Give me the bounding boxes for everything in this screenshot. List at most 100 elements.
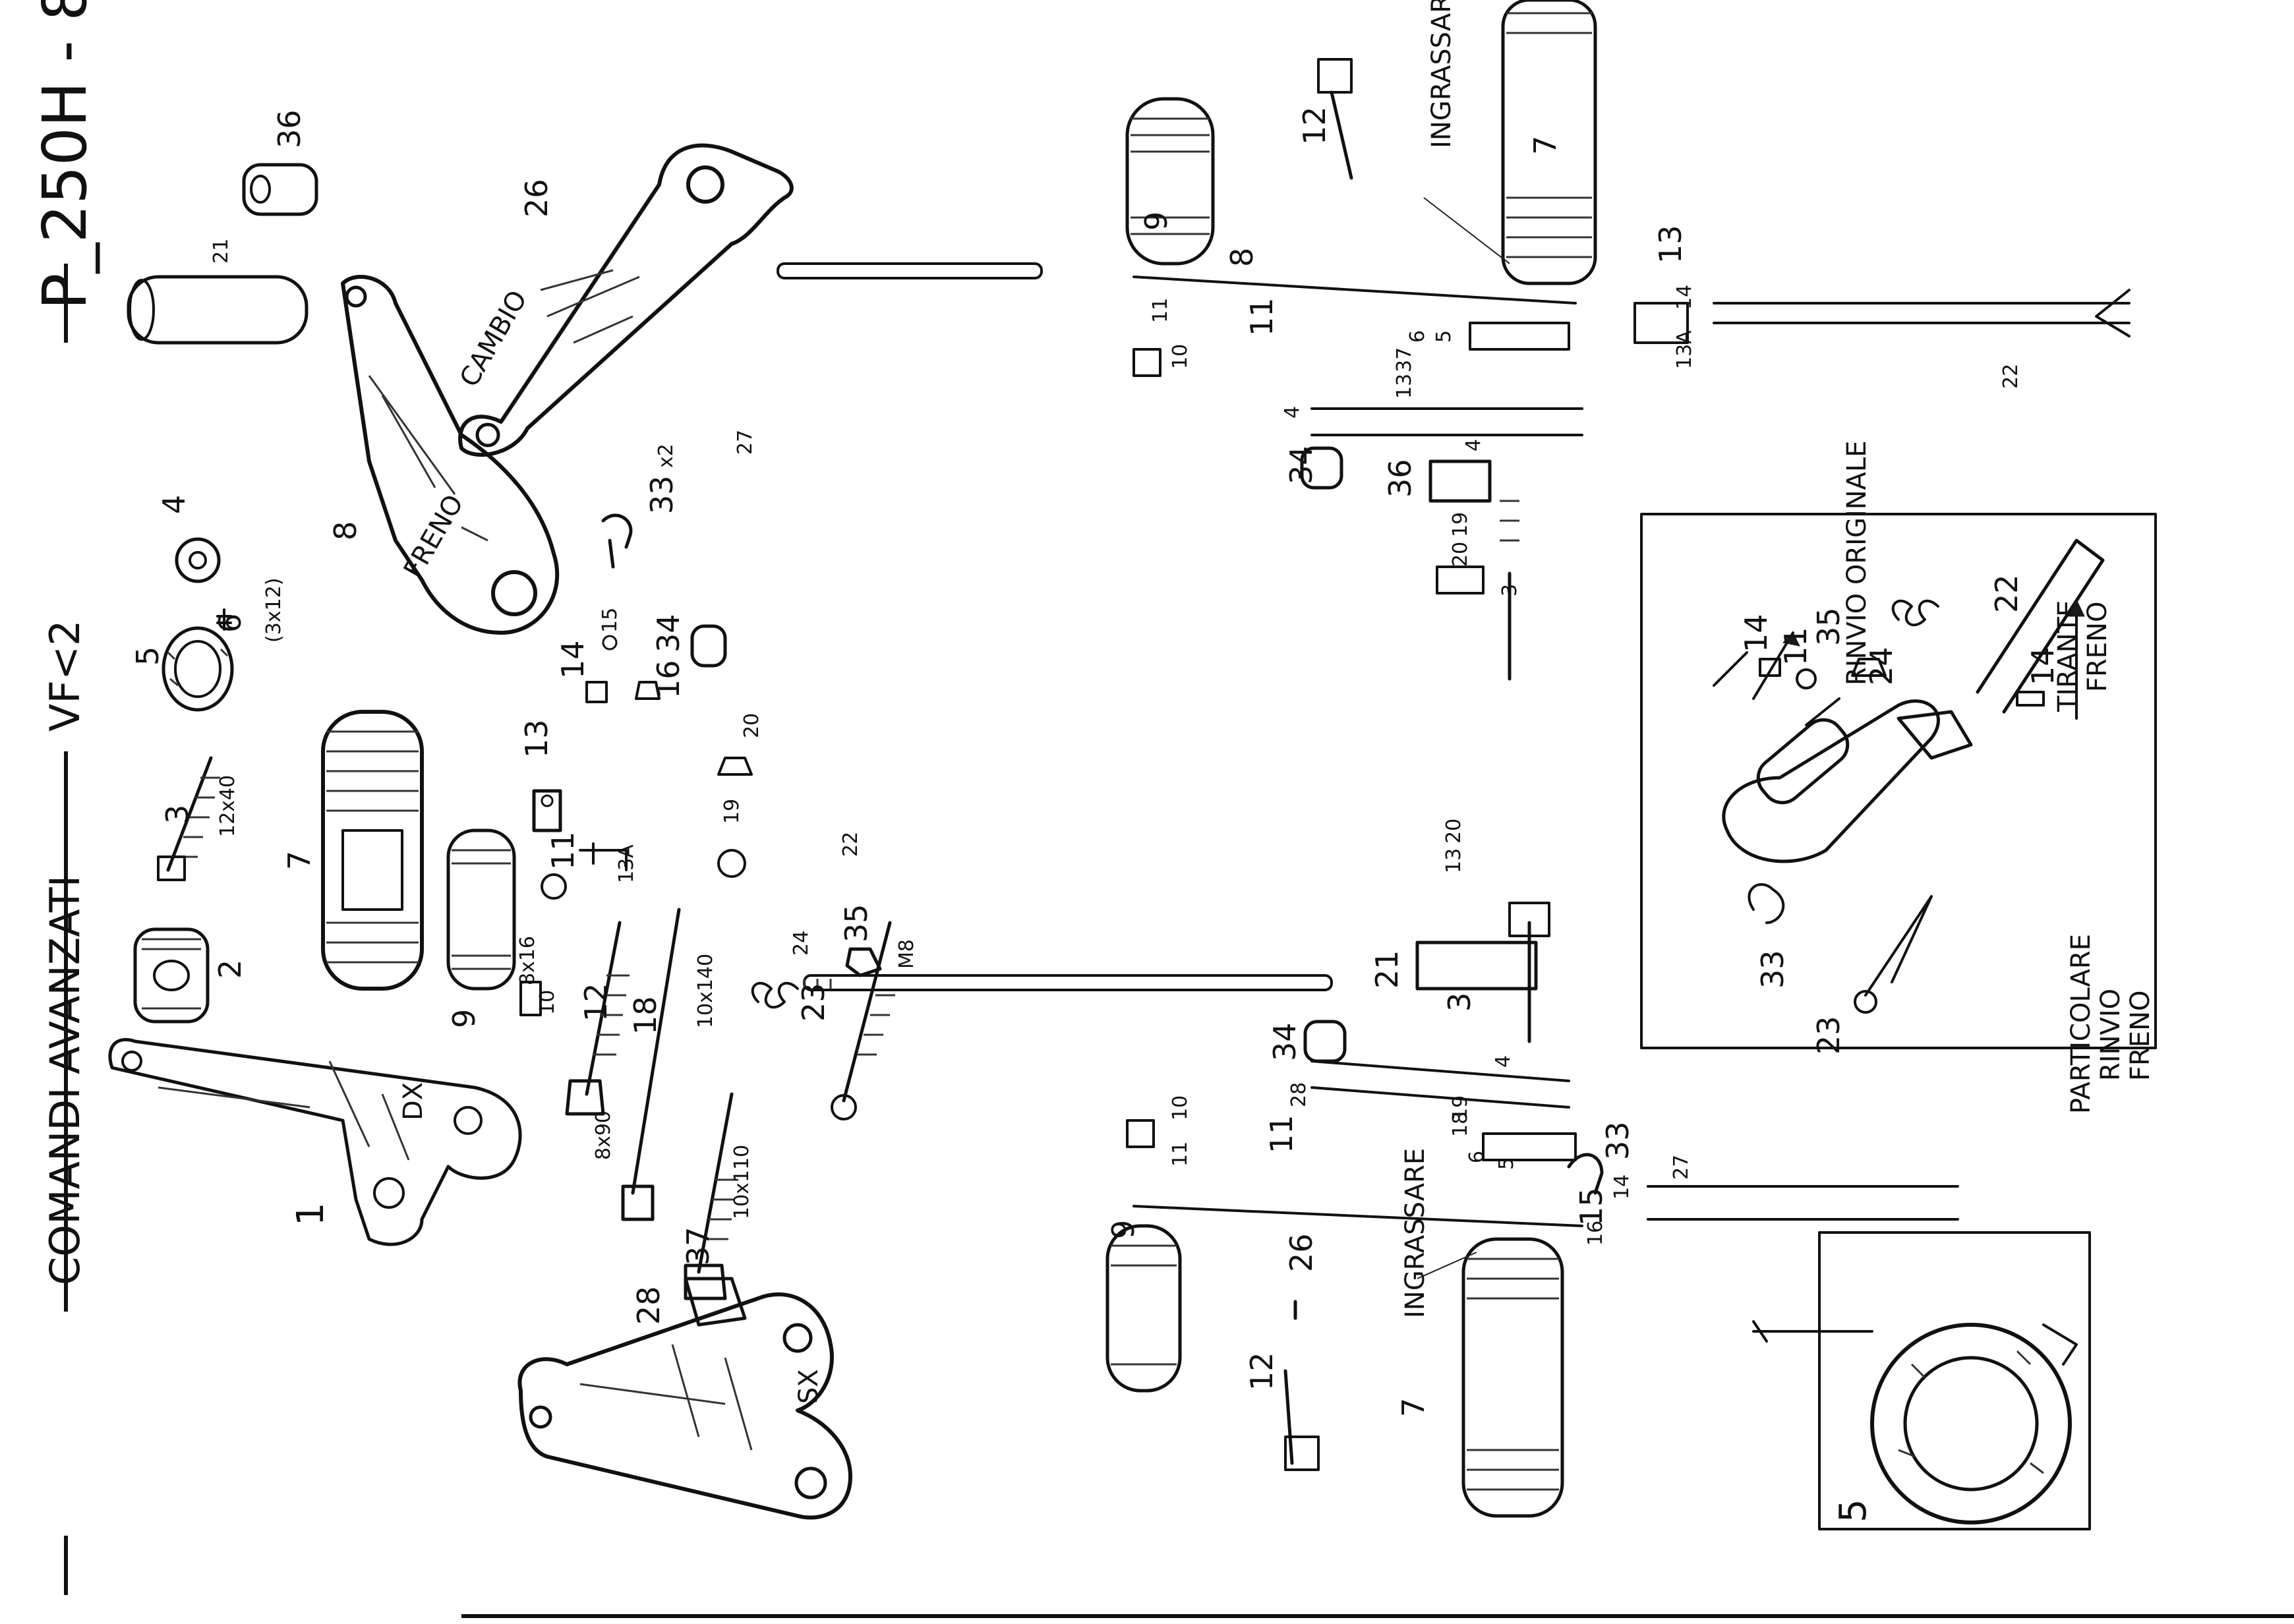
detail-no-14b: 14 [2025,647,2061,685]
part-no-24: 24 [790,931,813,956]
part-no-3: 3 [160,805,195,824]
inset-clamp-hatch [1898,1350,2044,1474]
asm-r-footpeg-7-ribs [1506,12,1592,258]
inset-screw [1752,1320,1873,1343]
part-no-11: 11 [545,831,581,870]
part-size-12: 8x16 [516,936,539,985]
plate-sx-hole-1 [529,1405,552,1429]
bolt-18-head [621,1184,655,1221]
detail-rod-22 [1976,538,2105,714]
asm-r-bolt-12 [1330,90,1353,180]
bolt-37-shank [697,1092,734,1274]
part-9-rubber: 9 [446,828,516,1028]
asm-l-sleeve-28 [1310,1060,1570,1082]
asm-r-no-34: 34 [1283,446,1319,484]
inset-no-5: 5 [1832,1499,1875,1522]
rod-22-thread [803,979,832,989]
part-no-14: 14 [555,640,591,679]
spring-24 [751,981,799,1009]
grease-label-1: INGRASSARE [1426,0,1457,148]
part-6-screw: 6 (3x12) [212,578,285,643]
part-21-sleeve: 21 [127,239,309,345]
brake-rod-label-1: TIRANTE [2053,600,2083,712]
plate-dx-hole-top [121,1051,142,1072]
plate-sx-hole-3 [794,1466,827,1499]
plate-dx-outline [108,1037,522,1246]
rubber-9-body [446,828,516,991]
bushing-2-knurl [142,938,201,1010]
asm-r-no-13b: 13 [1393,374,1416,399]
part-no-13a: 13A [615,844,638,883]
asm-l-no-6: 6 [1465,1151,1488,1163]
bolt-12-thread [593,974,630,1056]
part-no-1: 1 [289,1202,332,1226]
asm-l-sleeve-21 [1415,941,1538,991]
asm-l-rubber-9-ribs [1111,1244,1177,1366]
detail-lever-plate [1722,699,1940,863]
asm-l-footpeg-7 [1461,1237,1564,1518]
part-2-bushing: 2 [133,927,248,1024]
asm-r-rod-22-break [2095,289,2131,337]
bolt-size-8x90: 8x90 [592,1111,615,1160]
part-qty-33: x2 [655,444,678,468]
nut-16 [635,681,661,700]
clamp-5-outer [162,626,234,712]
asm-r-no-19: 19 [1449,512,1472,537]
gear-lever-bottom-hole [475,422,500,448]
asm-r-clamp-5 [1469,322,1570,351]
asm-r-rubber-9 [1125,97,1215,266]
nut-14 [585,681,608,703]
asm-r-no-9: 9 [1138,212,1174,231]
part-no-10: 10 [536,990,559,1015]
asm-r-no-10: 10 [1169,344,1192,369]
grease-label-2: INGRASSARE [1400,1148,1430,1318]
asm-r-no-11: 11 [1149,298,1172,323]
part-8-brake-lever: 8 FRENO [328,275,560,635]
detail-spring-24 [1891,599,1939,627]
asm-l-no-15: 15 [1573,1187,1609,1226]
asm-r-no-4b: 4 [1462,439,1485,451]
detail-washer-11 [1796,668,1817,689]
inset-clamp-5: 5 [1752,1231,2091,1530]
bolts-group: 12 8x90 18 10x140 37 10x110 28 [565,908,753,1327]
bushing-2-bore [153,960,190,991]
inset-clamp-inner [1903,1356,2039,1492]
washer-11 [541,873,567,900]
part-no-6: 6 [212,614,248,633]
asm-l-link-33 [1567,1153,1604,1195]
plate-sx-outline [517,1292,852,1520]
bolt-18-shank [631,908,681,1195]
brake-lever-top-hole [345,285,367,308]
asm-r-no-37: 37 [1393,347,1416,372]
detail-no-33: 33 [1755,950,1790,989]
detail-no-23: 23 [1811,1016,1846,1055]
asm-l-bolt-12-head [1284,1436,1320,1471]
part-no-20: 20 [740,713,763,738]
link-33 [601,513,633,569]
asm-l-no-12: 12 [1244,1352,1279,1391]
asm-r-no-20: 20 [1449,542,1472,567]
spacer-34 [690,624,727,668]
washer-15 [602,635,618,651]
part-size-35: M8 [895,939,918,969]
asm-l-clamp-5 [1482,1132,1577,1161]
asm-r-nut-10 [1132,348,1162,377]
nut-28 [684,1277,747,1327]
washer-19 [717,849,746,878]
detail-pivot-tube [1756,718,1850,805]
asm-l-no-4: 4 [1492,1055,1515,1068]
detail-arrow-left [1752,631,1794,700]
asm-l-no-28: 28 [1287,1082,1310,1107]
part-no-28: 28 [631,1286,666,1325]
original-linkage-leader [1805,697,1840,726]
side-dx-label: DX [398,1082,428,1120]
asm-r-no-7: 7 [1527,136,1563,155]
asm-l-bolt-12 [1283,1369,1294,1465]
brake-lever-slot [368,375,488,542]
part-no-22: 22 [839,832,862,857]
rods-27-22: 27 22 [734,262,1333,991]
inset-clamp-outer [1870,1323,2072,1524]
plate-dx-shading [158,1060,410,1161]
asm-r-no-4a: 4 [1281,406,1304,419]
detail-no-11: 11 [1778,627,1813,666]
